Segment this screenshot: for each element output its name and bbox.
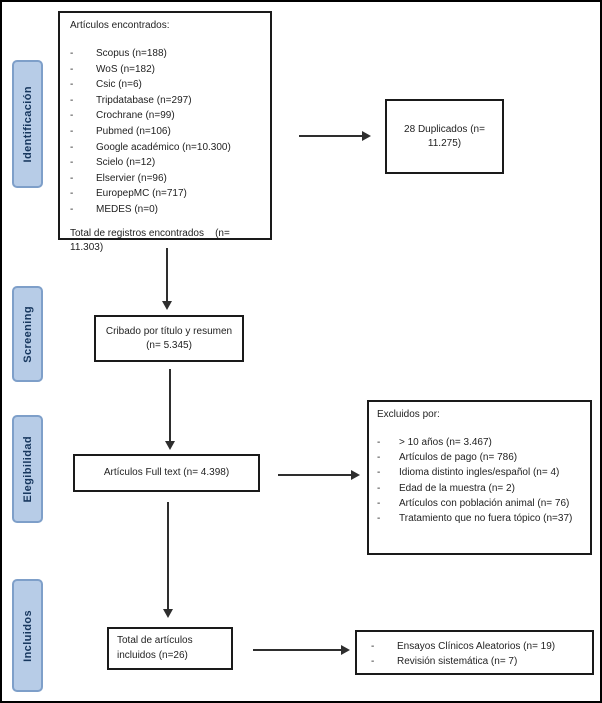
box-articles-found: Artículos encontrados: - Scopus (n=188) -… (58, 11, 272, 253)
arrow-down-icon (165, 369, 175, 450)
dash-bullet: - (377, 467, 381, 479)
total-included-text: Total de artículos incluidos (n=26) (117, 635, 193, 661)
box-outcomes: - Ensayos Clínicos Aleatorios (n= 19) - Re… (355, 630, 594, 675)
dash-bullet: - (70, 188, 74, 200)
fulltext-text: Artículos Full text (n= 4.398) (103, 467, 230, 478)
duplicates-text: 28 Duplicados (n= 11.275) (404, 123, 485, 149)
outcomes-list: - Ensayos Clínicos Aleatorios (n= 19) - Re… (371, 639, 588, 669)
stage-label-eligibility-text: Elegibilidad (21, 435, 34, 503)
source-item: - Google académico (n=10.300) (70, 140, 260, 156)
source-item-text: EuropepMC (n=717) (96, 188, 187, 200)
source-item: - Scielo (n=12) (70, 155, 260, 171)
excluded-item-text: Artículos con población animal (n= 76) (399, 497, 570, 509)
source-item: - WoS (n=182) (70, 62, 260, 78)
dash-bullet: - (70, 110, 74, 122)
dash-bullet: - (70, 141, 74, 153)
source-item-text: Elservier (n=96) (96, 172, 167, 184)
source-item-text: Crochrane (n=99) (96, 110, 175, 122)
excluded-item: - Artículos de pago (n= 786) (377, 450, 586, 465)
dash-bullet: - (70, 157, 74, 169)
source-item-text: MEDES (n=0) (96, 203, 158, 215)
stage-label-included: Incluidos (12, 579, 43, 692)
title-screening-text: Cribado por título y resumen (n= 5.345) (105, 325, 233, 351)
dash-bullet: - (70, 48, 74, 59)
excluded-item-text: > 10 años (n= 3.467) (399, 437, 492, 448)
dash-bullet: - (70, 63, 74, 75)
articles-found-total: Total de registros encontrados (n= 11.30… (70, 227, 233, 253)
stage-label-included-text: Incluidos (21, 609, 34, 662)
excluded-item-text: Artículos de pago (n= 786) (399, 452, 518, 464)
arrow-right-icon (278, 470, 360, 480)
source-item-text: Csic (n=6) (96, 79, 142, 91)
stage-label-identification: Identificación (12, 60, 43, 188)
excluded-item: - Edad de la muestra (n= 2) (377, 481, 586, 496)
source-item-text: Google académico (n=10.300) (96, 141, 231, 153)
box-fulltext: Artículos Full text (n= 4.398) (73, 454, 260, 492)
dash-bullet: - (377, 497, 381, 509)
arrow-down-icon (163, 502, 173, 618)
dash-bullet: - (70, 203, 74, 215)
dash-bullet: - (377, 482, 381, 494)
arrow-right-icon (253, 645, 350, 655)
source-item: - Scopus (n=188) (70, 46, 260, 62)
dash-bullet: - (377, 437, 381, 448)
outcome-item: - Ensayos Clínicos Aleatorios (n= 19) (371, 639, 588, 654)
dash-bullet: - (70, 94, 74, 106)
source-list: - Scopus (n=188) - WoS (n=182) - Csic (n=6)… (70, 46, 260, 218)
source-item: - Pubmed (n=106) (70, 124, 260, 140)
box-duplicates: 28 Duplicados (n= 11.275) (385, 99, 504, 174)
dash-bullet: - (377, 513, 381, 525)
excluded-item: - > 10 años (n= 3.467) (377, 435, 586, 450)
excluded-item-text: Idioma distinto ingles/español (n= 4) (399, 467, 560, 479)
source-item-text: Scopus (n=188) (96, 48, 167, 59)
excluded-item-text: Edad de la muestra (n= 2) (399, 482, 515, 494)
excluded-list: - > 10 años (n= 3.467) - Artículos de pago… (377, 435, 586, 526)
arrow-right-icon (299, 131, 371, 141)
excluded-item: - Idioma distinto ingles/español (n= 4) (377, 465, 586, 480)
stage-label-screening: Screening (12, 286, 43, 382)
articles-found-title: Artículos encontrados: (70, 20, 170, 31)
box-title-abstract-screening: Cribado por título y resumen (n= 5.345) (94, 315, 244, 362)
source-item-text: Tripdatabase (n=297) (96, 94, 192, 106)
source-item: - Elservier (n=96) (70, 171, 260, 187)
dash-bullet: - (371, 641, 375, 652)
source-item: - Crochrane (n=99) (70, 108, 260, 124)
dash-bullet: - (70, 125, 74, 137)
dash-bullet: - (371, 656, 375, 667)
source-item-text: Pubmed (n=106) (96, 125, 171, 137)
excluded-title: Excluidos por: (377, 409, 440, 420)
arrow-down-icon (162, 248, 172, 310)
box-total-included: Total de artículos incluidos (n=26) (107, 627, 233, 670)
source-item-text: Scielo (n=12) (96, 157, 156, 169)
stage-label-screening-text: Screening (21, 305, 34, 363)
source-item: - Tripdatabase (n=297) (70, 93, 260, 109)
source-item: - Csic (n=6) (70, 77, 260, 93)
excluded-item: - Artículos con población animal (n= 76) (377, 496, 586, 511)
dash-bullet: - (70, 79, 74, 91)
source-item: - EuropepMC (n=717) (70, 186, 260, 202)
outcome-item: - Revisión sistemática (n= 7) (371, 654, 588, 669)
source-item-text: WoS (n=182) (96, 63, 156, 75)
excluded-item: - Tratamiento que no fuera tópico (n=37) (377, 511, 586, 526)
stage-label-eligibility: Elegibilidad (12, 415, 43, 523)
excluded-item-text: Tratamiento que no fuera tópico (n=37) (399, 513, 573, 525)
dash-bullet: - (377, 452, 381, 464)
source-item: - MEDES (n=0) (70, 202, 260, 218)
stage-label-identification-text: Identificación (21, 85, 34, 163)
box-excluded: Excluidos por: - > 10 años (n= 3.467) - Ar… (367, 400, 592, 555)
dash-bullet: - (70, 172, 74, 184)
outcome-item-text: Ensayos Clínicos Aleatorios (n= 19) (397, 641, 556, 652)
outcome-item-text: Revisión sistemática (n= 7) (397, 656, 518, 667)
